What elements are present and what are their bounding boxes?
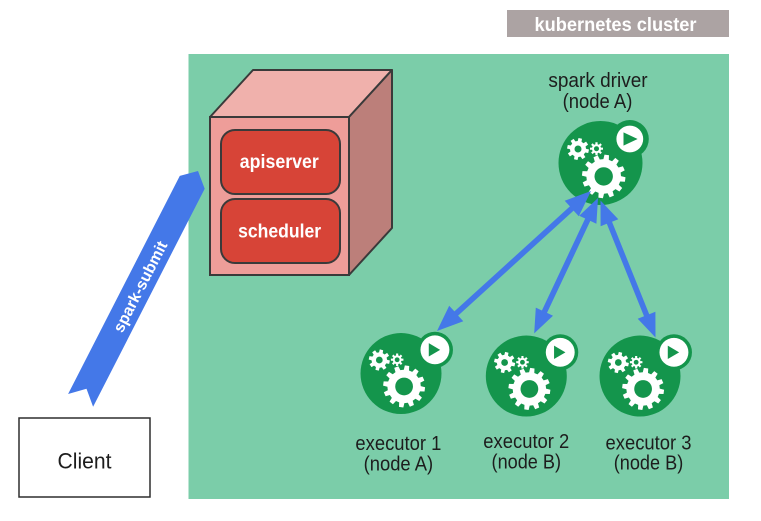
svg-text:(node A): (node A) — [364, 454, 434, 476]
svg-text:executor 2: executor 2 — [483, 431, 569, 453]
svg-text:Client: Client — [58, 448, 112, 473]
svg-text:executor 1: executor 1 — [355, 433, 441, 455]
svg-text:executor 3: executor 3 — [606, 432, 692, 454]
svg-text:(node B): (node B) — [492, 451, 562, 473]
svg-text:(node A): (node A) — [563, 91, 633, 113]
svg-text:spark driver: spark driver — [548, 70, 648, 92]
svg-text:kubernetes cluster: kubernetes cluster — [535, 14, 697, 36]
svg-text:apiserver: apiserver — [240, 152, 320, 173]
svg-text:scheduler: scheduler — [238, 221, 322, 242]
svg-text:(node B): (node B) — [614, 453, 684, 475]
